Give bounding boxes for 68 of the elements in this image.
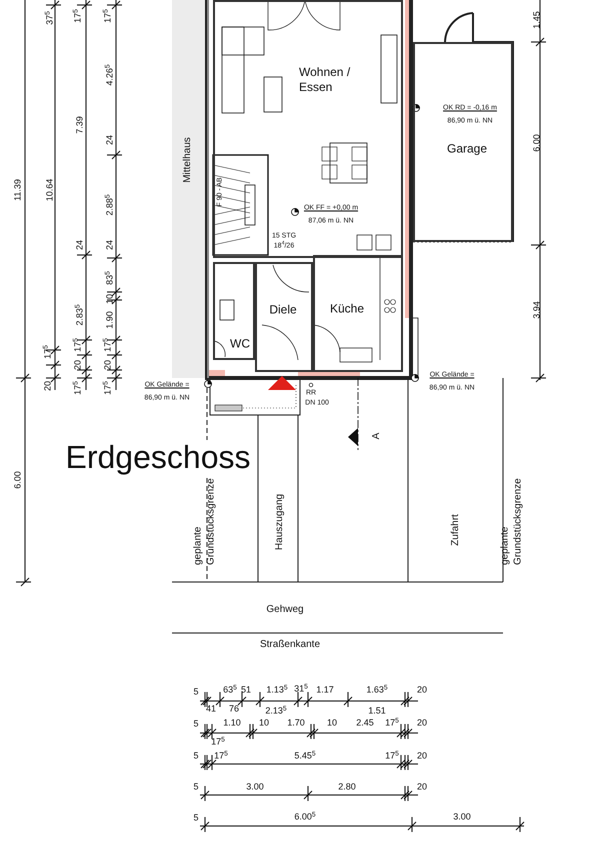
dimension-value: 5 xyxy=(194,782,198,792)
dimension-value: 5 xyxy=(194,688,198,696)
dimension-value: 6.00$^{5}$ xyxy=(294,812,316,822)
dimension-value: 10 xyxy=(327,718,337,728)
dimension-value: 10.64 xyxy=(46,178,54,202)
dimension-value: 20 xyxy=(417,782,427,792)
dimension-value: 41 xyxy=(206,704,216,714)
dimension-value: 1.63$^{5}$ xyxy=(366,686,388,694)
dimension-value: 2.80 xyxy=(338,782,356,792)
dimension-value: 1.45 xyxy=(532,11,542,29)
room-label: Wohnen / Essen xyxy=(299,65,352,95)
boundary-label: geplante Grundstücksgrenze xyxy=(500,477,524,565)
dimension-value: 1.10 xyxy=(223,718,241,728)
dimension-value: 17$^{5}$ xyxy=(385,718,399,728)
dimension-value: 6.00 xyxy=(14,471,22,489)
section-mark-label: A xyxy=(372,432,382,440)
area-label: Hauszugang xyxy=(275,494,285,550)
room xyxy=(213,262,255,360)
dimension-value: 1.13$^{5}$ xyxy=(266,686,288,694)
dimension-value: 5 xyxy=(194,814,198,822)
dimension-value: 20 xyxy=(417,752,427,760)
room xyxy=(413,42,513,242)
dimension-value: 2.45 xyxy=(356,718,374,728)
room-label: Küche xyxy=(330,302,364,316)
dimension-value: 1.70 xyxy=(287,718,305,728)
dimension-value: 1.90 xyxy=(106,311,114,329)
boundary-label: geplante Grundstücksgrenze xyxy=(192,477,217,565)
dimension-value: 2.13$^{5}$ xyxy=(265,706,287,716)
dimension-value: 51 xyxy=(241,686,251,694)
dimension-value: 5 xyxy=(194,752,198,760)
dimension-value: 31$^{5}$ xyxy=(294,684,308,694)
dimension-value: 3.00 xyxy=(453,812,471,822)
area-label: Gehweg xyxy=(266,605,304,615)
room xyxy=(213,0,403,258)
dimension-value: 11.39 xyxy=(14,179,22,201)
dimension-value: 5 xyxy=(194,720,198,728)
dimension-value: 1.17 xyxy=(316,686,334,694)
dimension-value: 24 xyxy=(106,240,114,250)
neighbor-house-band xyxy=(172,0,205,378)
dimension-value: 20 xyxy=(104,360,112,370)
dimension-value: 20 xyxy=(417,686,427,694)
dimension-value: 20 xyxy=(44,381,52,391)
dimension-value: 20 xyxy=(417,718,427,728)
dimension-value: 20 xyxy=(74,360,82,370)
dimension-value: 17$^{5}$ xyxy=(211,738,225,746)
dimension-value: 24 xyxy=(76,240,84,250)
dimension-value: 17$^{5}$ xyxy=(214,752,228,760)
room-label: Garage xyxy=(446,142,488,156)
dimension-value: 24 xyxy=(106,135,114,145)
dimension-value: 7.39 xyxy=(76,116,84,134)
room xyxy=(313,255,403,372)
dimension-value: 10 xyxy=(106,294,114,304)
room-label: Diele xyxy=(269,302,297,318)
room xyxy=(255,262,313,372)
area-label: Zufahrt xyxy=(451,514,461,546)
dimension-value: 6.00 xyxy=(532,134,542,152)
dimension-value: 3.94 xyxy=(532,301,542,319)
area-label: Straßenkante xyxy=(260,640,320,650)
dimension-value: 10 xyxy=(259,718,269,728)
dimension-value: 17$^{5}$ xyxy=(385,752,399,760)
dimension-value: 76 xyxy=(229,704,239,714)
dimension-value: 3.00 xyxy=(246,782,264,792)
dimension-value: 63$^{5}$ xyxy=(223,686,237,694)
building-label: Mittelhaus xyxy=(183,137,193,183)
dimension-value: 5.45$^{5}$ xyxy=(294,752,316,760)
room-label: WC xyxy=(230,336,250,352)
plan-title: Erdgeschoss xyxy=(66,441,250,473)
dimension-value: 1.51 xyxy=(368,706,386,716)
